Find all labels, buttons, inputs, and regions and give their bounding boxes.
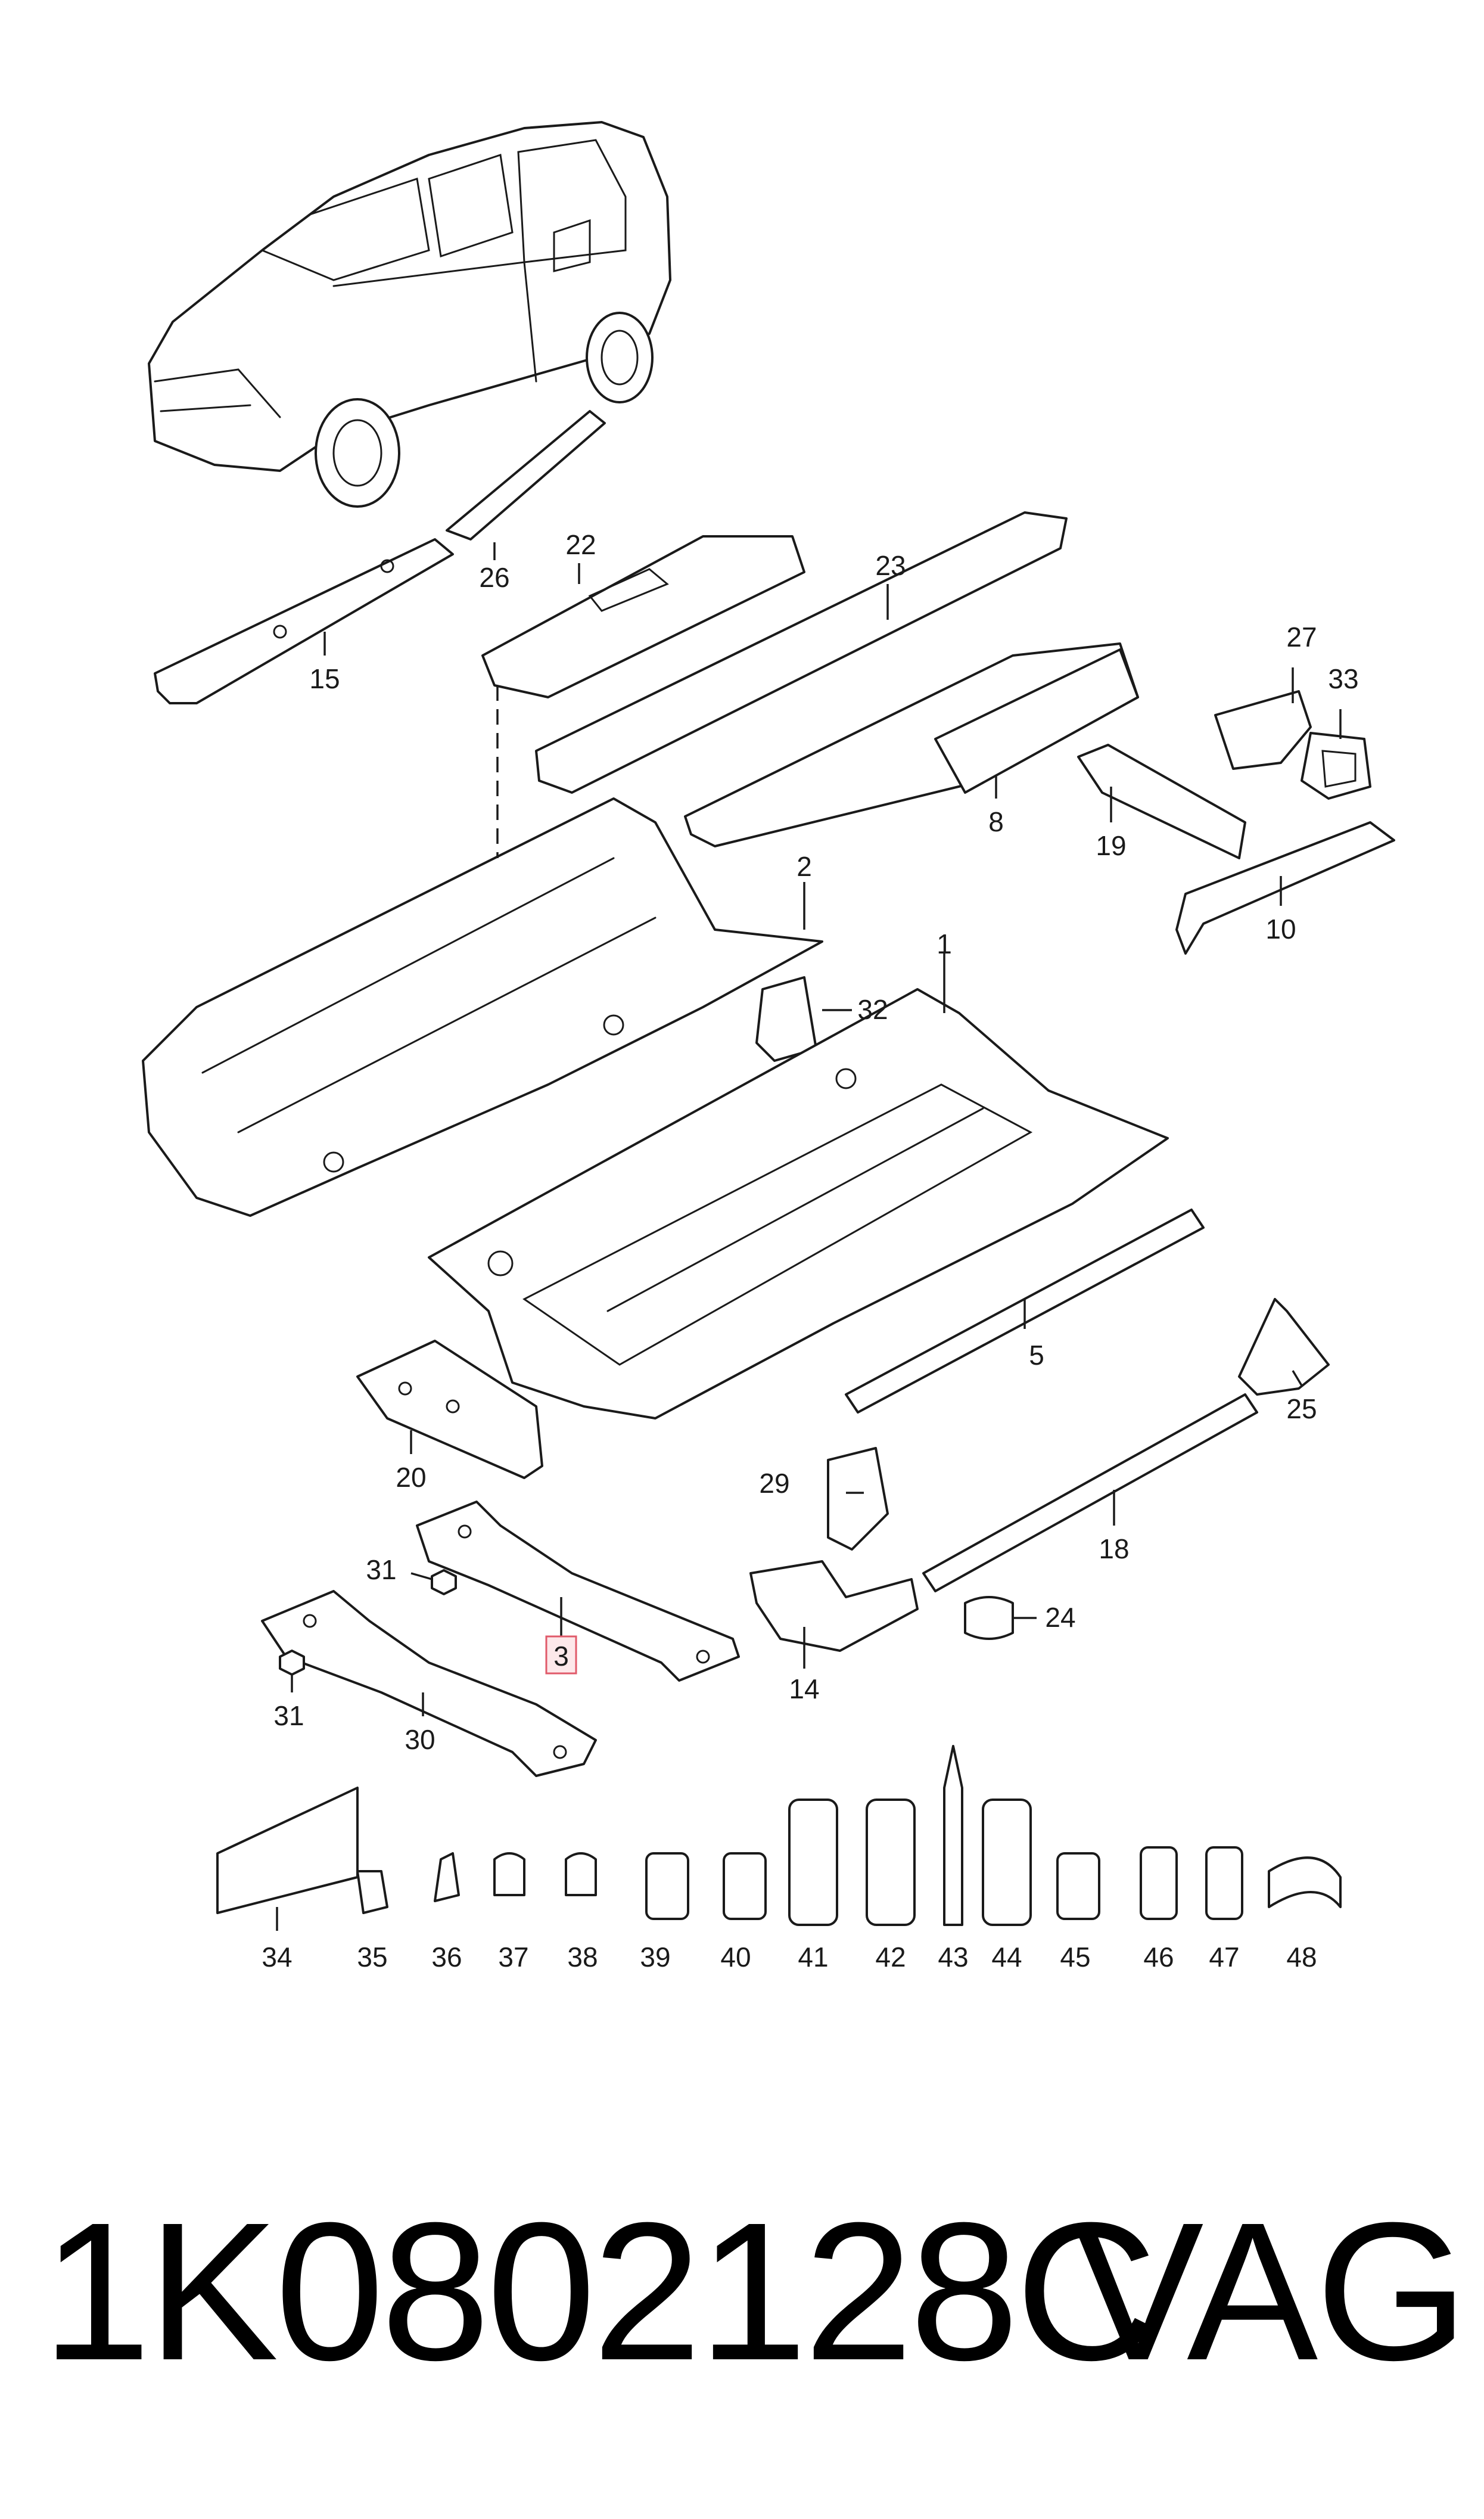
callout-3-highlight bbox=[545, 1635, 577, 1675]
part-30-shape bbox=[261, 1590, 597, 1777]
callout-35: 35 bbox=[357, 1942, 387, 1973]
callout-38: 38 bbox=[567, 1942, 598, 1973]
callout-47: 47 bbox=[1209, 1942, 1239, 1973]
brand-text: VAG bbox=[1072, 2181, 1469, 2401]
part-20-shape bbox=[356, 1340, 543, 1479]
callout-24: 24 bbox=[1045, 1602, 1075, 1633]
part-3-shape bbox=[416, 1501, 740, 1682]
part-25-shape bbox=[1238, 1298, 1330, 1396]
leader-lines bbox=[276, 542, 1342, 1931]
callout-27: 27 bbox=[1286, 622, 1317, 653]
callout-40: 40 bbox=[720, 1942, 751, 1973]
part-26-shape bbox=[446, 410, 606, 541]
callout-3: 3 bbox=[553, 1641, 569, 1672]
callout-18: 18 bbox=[1099, 1533, 1129, 1564]
part-23-shape bbox=[535, 511, 1068, 794]
part-14-shape bbox=[749, 1560, 919, 1652]
callout-34: 34 bbox=[262, 1942, 292, 1973]
part-29-shape bbox=[827, 1447, 889, 1551]
hardware-row bbox=[216, 1745, 1342, 1926]
callout-41: 41 bbox=[798, 1942, 828, 1973]
callout-33: 33 bbox=[1328, 663, 1358, 694]
callout-37: 37 bbox=[498, 1942, 528, 1973]
callout-29: 29 bbox=[759, 1468, 789, 1499]
callout-39: 39 bbox=[640, 1942, 670, 1973]
callout-36: 36 bbox=[431, 1942, 462, 1973]
callout-32: 32 bbox=[857, 994, 888, 1025]
part-27-shape bbox=[1214, 690, 1312, 770]
callout-48: 48 bbox=[1286, 1942, 1317, 1973]
callout-2: 2 bbox=[797, 851, 812, 882]
part-2-shape bbox=[142, 797, 823, 1217]
part-32-shape bbox=[755, 976, 817, 1062]
callout-1: 1 bbox=[937, 928, 952, 959]
callout-22: 22 bbox=[565, 529, 596, 560]
callout-45: 45 bbox=[1060, 1942, 1090, 1973]
part-15-shape bbox=[154, 538, 454, 704]
callout-31b: 31 bbox=[273, 1700, 304, 1731]
callout-42: 42 bbox=[875, 1942, 906, 1973]
part-33-shape bbox=[1301, 732, 1371, 800]
vehicle-illustration bbox=[148, 121, 671, 508]
callout-43: 43 bbox=[938, 1942, 968, 1973]
part-24-shape bbox=[964, 1596, 1014, 1640]
callout-5: 5 bbox=[1029, 1340, 1044, 1371]
part-22-shape bbox=[481, 535, 805, 698]
callout-labels: 1 2 3 5 8 10 14 15 18 19 20 22 23 24 25 … bbox=[262, 529, 1358, 1973]
callout-10: 10 bbox=[1265, 914, 1296, 945]
part-18-shape bbox=[922, 1393, 1258, 1592]
callout-19: 19 bbox=[1096, 830, 1126, 861]
callout-31a: 31 bbox=[366, 1554, 396, 1585]
callout-20: 20 bbox=[396, 1462, 426, 1493]
callout-25: 25 bbox=[1286, 1393, 1317, 1424]
callout-46: 46 bbox=[1143, 1942, 1174, 1973]
callout-23: 23 bbox=[875, 550, 906, 581]
part-number-text: 1K0802128C bbox=[42, 2181, 1158, 2401]
callout-30: 30 bbox=[405, 1724, 435, 1755]
callout-8: 8 bbox=[988, 806, 1004, 837]
callout-15: 15 bbox=[309, 663, 340, 694]
part-8-shape bbox=[684, 642, 1139, 847]
part-19-shape bbox=[1077, 744, 1246, 859]
callout-44: 44 bbox=[991, 1942, 1022, 1973]
part-1-shape bbox=[428, 988, 1169, 1420]
callout-14: 14 bbox=[789, 1673, 819, 1704]
nut-31-shapes bbox=[279, 1569, 457, 1676]
part-10-shape bbox=[1175, 821, 1395, 955]
callout-26: 26 bbox=[479, 562, 509, 593]
